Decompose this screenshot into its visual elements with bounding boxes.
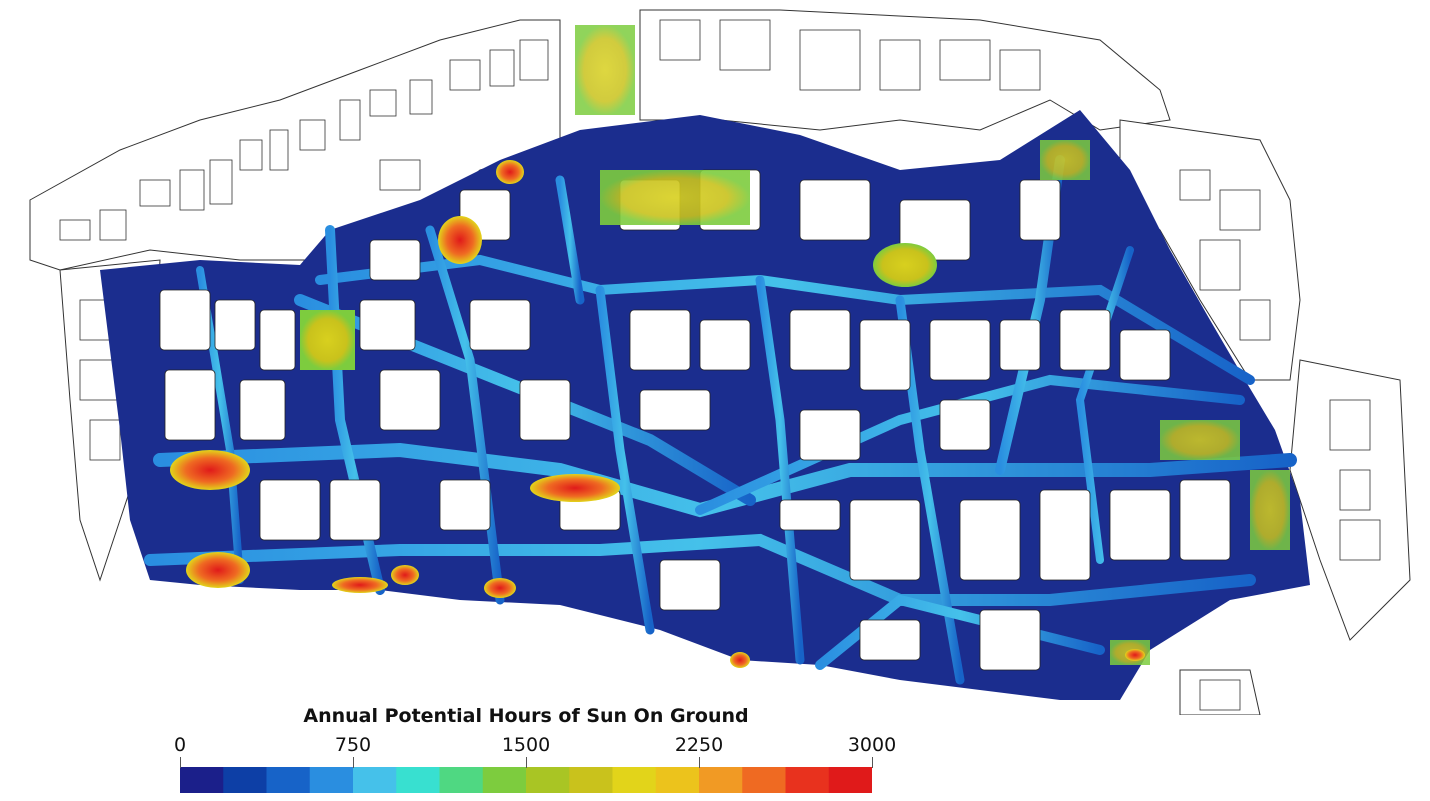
- legend-tick-mark: [699, 757, 700, 768]
- legend-tick-label: 1500: [501, 734, 551, 756]
- colorbar-legend: Annual Potential Hours of Sun On Ground …: [0, 700, 1430, 801]
- legend-tick-label: 0: [173, 734, 187, 756]
- colorbar-segment: [742, 767, 787, 793]
- colorbar-segment: [439, 767, 484, 793]
- hot-spots: [170, 160, 1145, 668]
- legend-tick-label: 2250: [674, 734, 724, 756]
- legend-tick-mark: [526, 757, 527, 768]
- colorbar-segment: [655, 767, 700, 793]
- colorbar-segment: [482, 767, 527, 793]
- legend-tick-mark: [872, 757, 873, 768]
- colorbar-segment: [699, 767, 743, 793]
- colorbar-segment: [223, 767, 268, 793]
- colorbar-segment: [396, 767, 441, 793]
- colorbar-segment: [612, 767, 657, 793]
- district-buildings: [159, 169, 1231, 671]
- colorbar-segment: [526, 767, 570, 793]
- legend-tick-label: 3000: [847, 734, 897, 756]
- legend-tick-label: 750: [334, 734, 372, 756]
- legend-title: Annual Potential Hours of Sun On Ground: [303, 705, 749, 727]
- outer-block-grid: [59, 19, 1381, 711]
- street-network: [144, 155, 1297, 685]
- colorbar-segment: [180, 767, 224, 793]
- colorbar-segment: [309, 767, 354, 793]
- colorbar-segment: [785, 767, 830, 793]
- legend-tick-mark: [353, 757, 354, 768]
- colorbar-segment: [569, 767, 614, 793]
- colorbar-segment: [828, 767, 872, 793]
- colorbar-segment: [353, 767, 397, 793]
- colorbar: [180, 767, 872, 793]
- legend-tick-mark: [180, 757, 181, 768]
- colorbar-segment: [266, 767, 311, 793]
- sun-hours-map: [29, 9, 1411, 715]
